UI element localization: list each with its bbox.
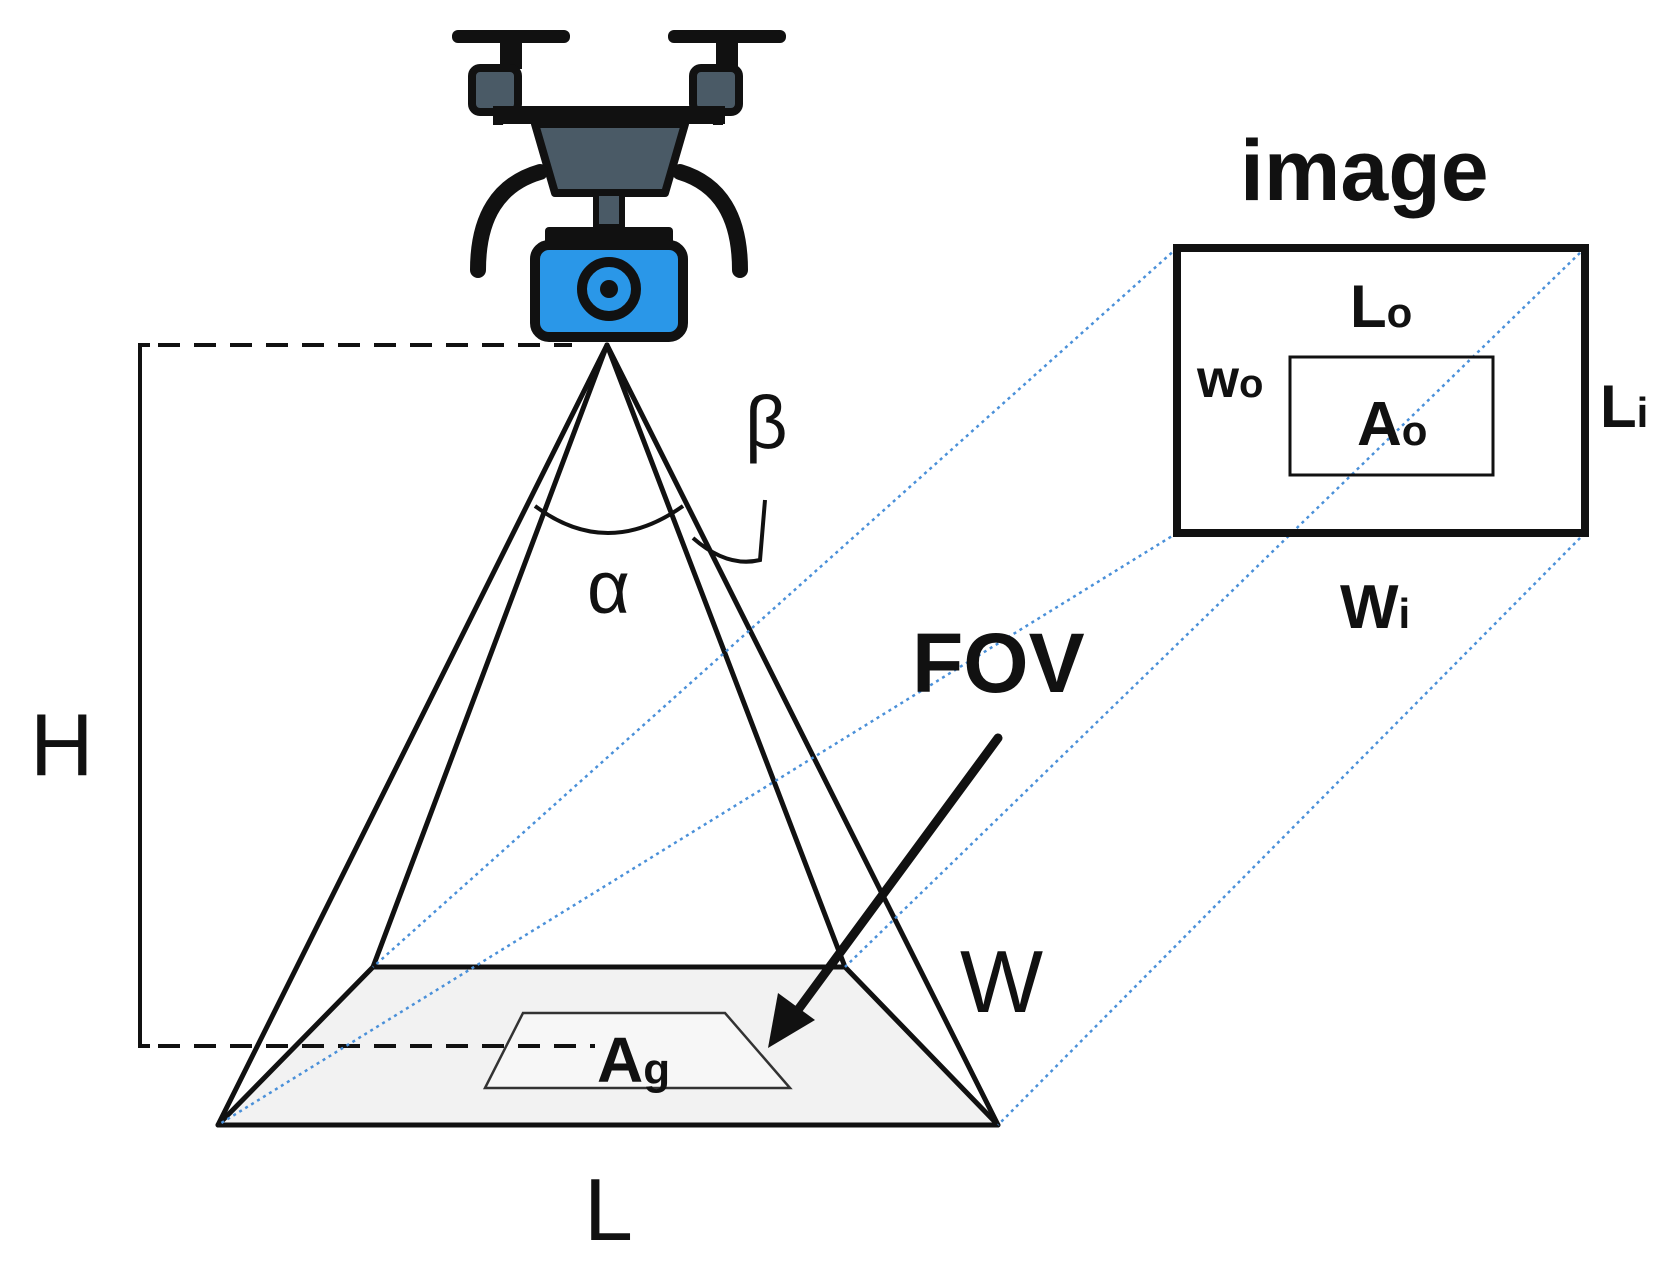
fov-arrow [768,733,1003,1048]
image-title: image [1240,123,1489,219]
projection-lines [217,247,1586,1127]
object-box [1288,355,1495,477]
height-label: H [30,695,94,794]
ground-object-area [482,1011,793,1090]
beta-label: β [745,381,788,464]
height-bracket [138,343,595,1048]
width-label: W [960,932,1043,1031]
camera-icon [530,227,688,342]
image-width-label: Wi [1340,573,1410,642]
drone-icon [452,30,786,278]
object-width-label: wo [1196,349,1263,409]
length-label: L [584,1160,633,1259]
beta-hook [691,499,767,564]
fov-pyramid [215,342,1001,1128]
drone-body [531,120,689,197]
ground-area-label: Ag [597,1024,670,1096]
alpha-arc [533,504,685,535]
object-area-label: Ao [1357,390,1427,459]
object-length-label: Lo [1350,273,1412,340]
image-length-label: Li [1600,373,1648,440]
image-frame [1173,244,1589,537]
alpha-label: α [587,546,630,629]
fov-label: FOV [912,616,1085,710]
